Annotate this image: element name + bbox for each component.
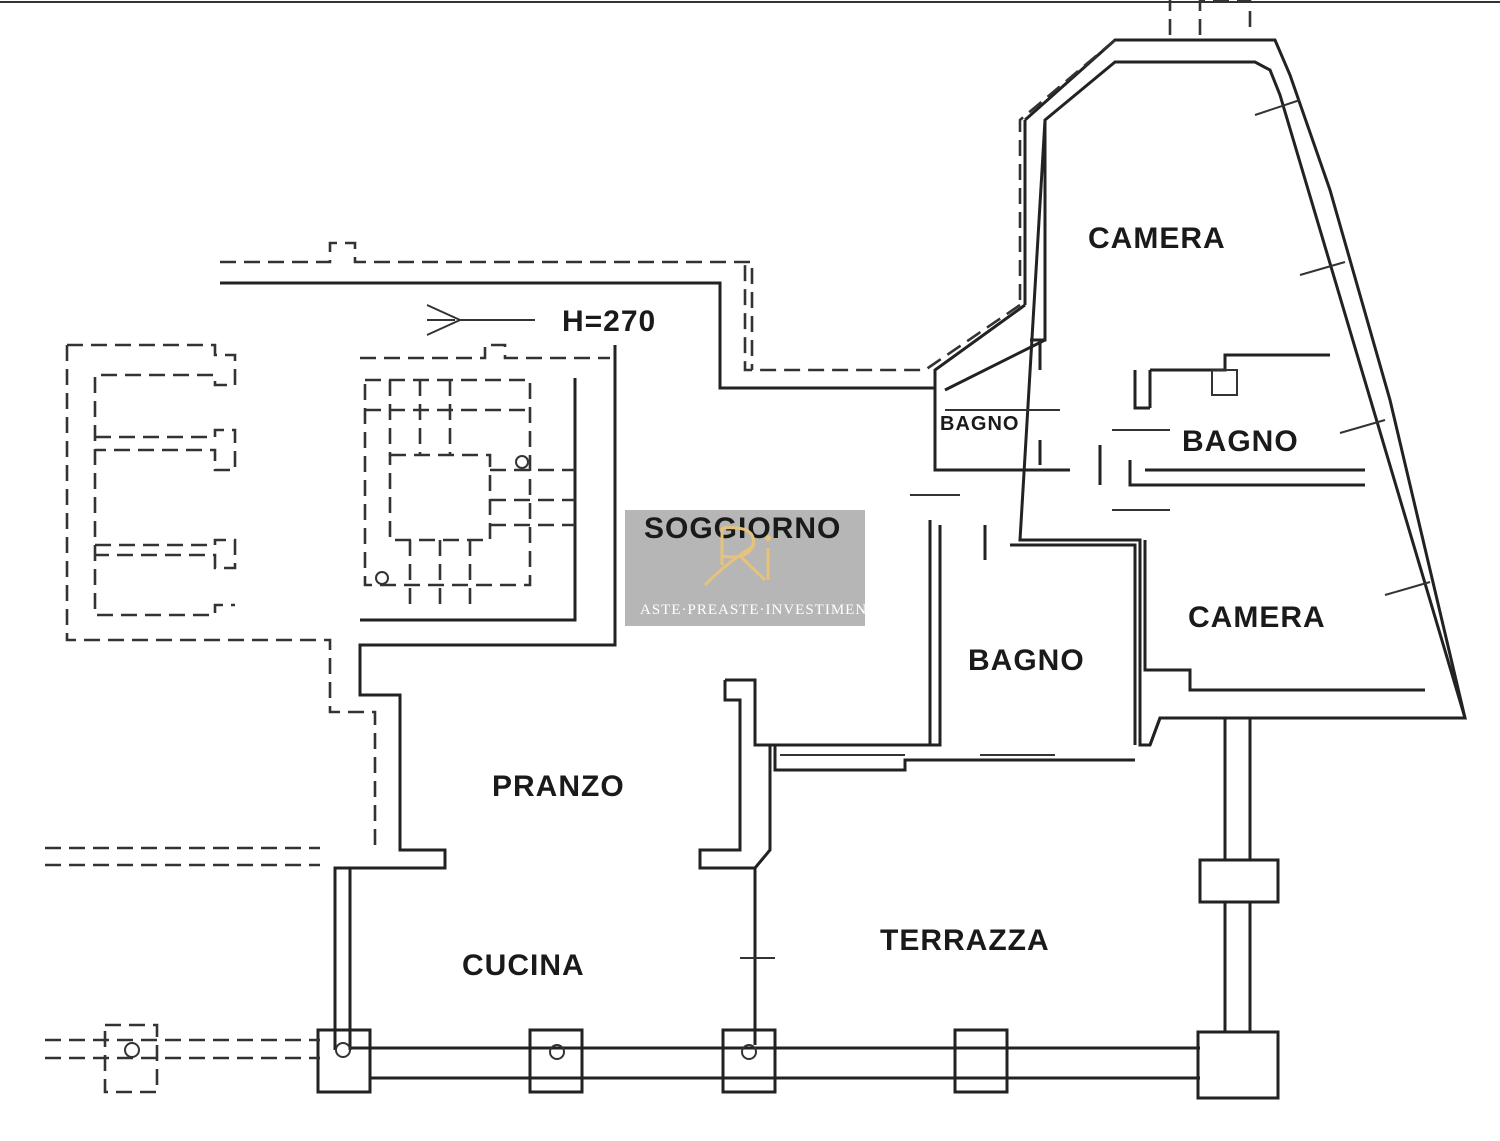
watermark-tagline: ASTE·PREASTE·INVESTIMENTI <box>640 602 883 618</box>
room-label-camera-right: CAMERA <box>1188 601 1326 634</box>
staircase-dashed <box>65 241 754 850</box>
room-label-camera-top: CAMERA <box>1088 222 1226 255</box>
dashed-outline-top <box>743 0 1252 372</box>
height-label: H=270 <box>562 305 656 338</box>
room-label-bagno-small: BAGNO <box>940 413 1019 435</box>
height-arrow-icon <box>426 304 535 336</box>
watermark: SOGGIORNO ASTE·PREASTE·INVESTIMENTI <box>625 510 883 626</box>
room-label-terrazza: TERRAZZA <box>880 924 1050 957</box>
room-label-bagno-center: BAGNO <box>968 644 1085 677</box>
room-label-pranzo: PRANZO <box>492 770 625 803</box>
right-wing-walls <box>910 38 1468 747</box>
room-label-cucina: CUCINA <box>462 949 585 982</box>
central-walls <box>220 281 1465 1100</box>
left-dashed-walls <box>45 846 320 1094</box>
rai-logo-icon <box>703 526 771 587</box>
room-label-bagno-right: BAGNO <box>1182 425 1299 458</box>
